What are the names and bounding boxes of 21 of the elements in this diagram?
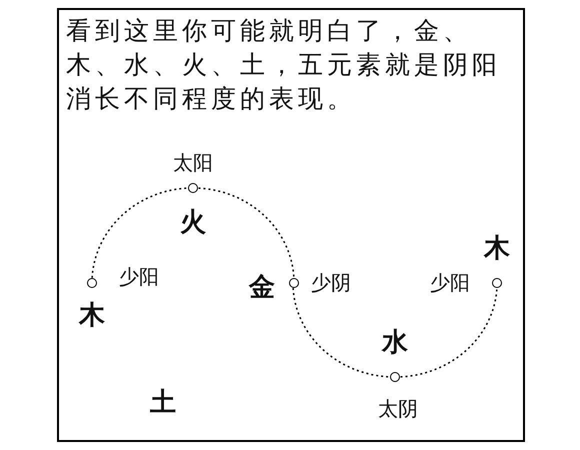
element-label: 木: [484, 232, 510, 266]
open-circle-point: [289, 278, 299, 288]
phase-label: 少阳: [119, 264, 159, 290]
dotted-curve: [400, 288, 498, 378]
phase-label: 少阳: [430, 270, 470, 296]
open-circle-point: [188, 183, 198, 193]
element-label: 木: [79, 300, 105, 332]
title-text: 看到这里你可能就明白了，金、木、水、火、土，五元素就是阴阳消长不同程度的表现。: [66, 15, 502, 115]
element-label: 水: [382, 326, 408, 360]
open-circle-point: [492, 278, 502, 288]
element-label: 金: [249, 272, 275, 304]
phase-label: 太阴: [378, 396, 418, 422]
element-label: 土: [150, 386, 176, 420]
dotted-curve: [292, 288, 390, 378]
phase-label: 太阳: [173, 150, 213, 176]
open-circle-point: [390, 372, 400, 382]
dotted-curve: [198, 187, 295, 278]
dotted-curve: [91, 187, 188, 278]
phase-label: 少阴: [311, 270, 351, 296]
open-circle-point: [87, 278, 97, 288]
element-label: 火: [180, 206, 206, 240]
